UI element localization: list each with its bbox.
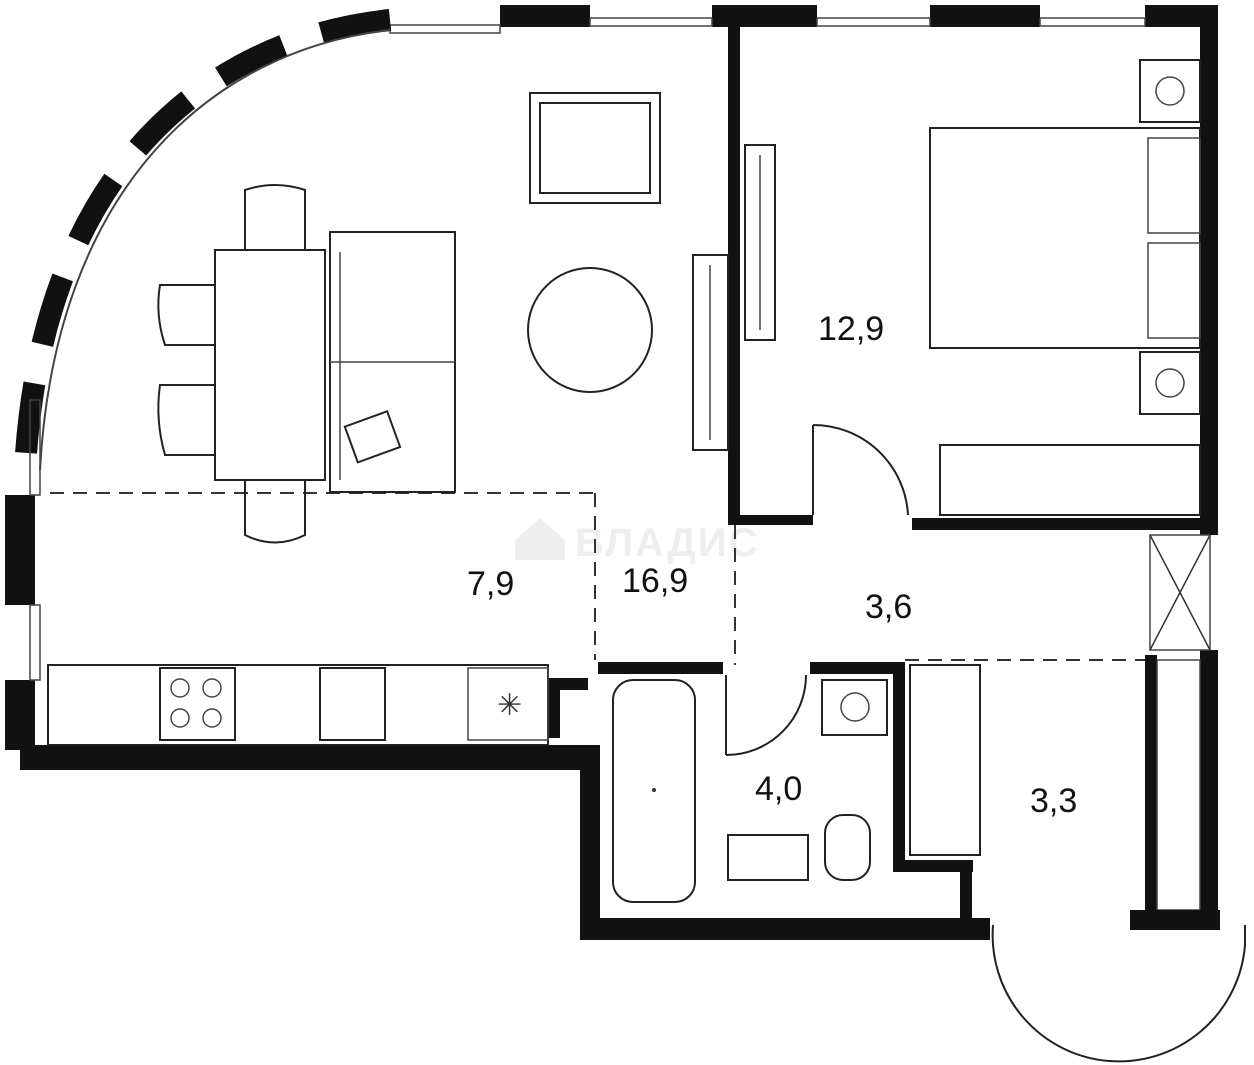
chair — [244, 479, 306, 544]
furniture: ✳ — [47, 92, 729, 746]
fridge — [467, 667, 549, 741]
dining-table — [214, 249, 326, 481]
armchair — [529, 92, 661, 204]
pillow — [1147, 137, 1201, 234]
kitchen-sink — [319, 667, 386, 741]
bedroom-furniture — [725, 59, 1201, 756]
washbasin — [727, 834, 809, 881]
nightstand — [1139, 59, 1201, 123]
bedroom-door — [812, 423, 909, 516]
washing-machine — [821, 679, 888, 736]
area-label-bathroom: 4,0 — [755, 770, 802, 808]
watermark: ВЛАДИС — [515, 518, 759, 565]
bathroom-fixtures — [612, 664, 981, 903]
wardrobe — [744, 144, 776, 341]
balcony-door — [991, 924, 1246, 1063]
kitchen-counter — [47, 664, 549, 746]
area-label-bedroom: 12,9 — [818, 310, 884, 348]
chair — [244, 184, 306, 251]
stove — [159, 667, 236, 741]
chair — [157, 384, 216, 456]
watermark-text: ВЛАДИС — [575, 521, 759, 565]
area-label-living-room: 16,9 — [622, 562, 688, 600]
cushion — [343, 409, 402, 464]
nightstand — [1139, 351, 1201, 415]
chair — [157, 284, 216, 346]
zone-dividers — [50, 492, 1145, 665]
area-label-balcony: 3,3 — [1030, 782, 1077, 820]
coffee-table — [527, 267, 653, 393]
walls — [5, 5, 1220, 940]
toilet — [824, 814, 871, 881]
bathtub — [612, 679, 696, 903]
pillow — [1147, 242, 1201, 339]
area-label-hallway: 3,6 — [865, 588, 912, 626]
house-logo-icon — [515, 518, 565, 560]
bed — [929, 127, 1201, 349]
storage-shelf — [909, 664, 981, 856]
area-label-kitchen: 7,9 — [467, 565, 514, 603]
bedroom-radiator — [939, 444, 1201, 516]
snowflake-icon: ✳ — [497, 688, 522, 723]
tv-stand — [692, 254, 729, 451]
bathroom-door — [725, 674, 807, 756]
